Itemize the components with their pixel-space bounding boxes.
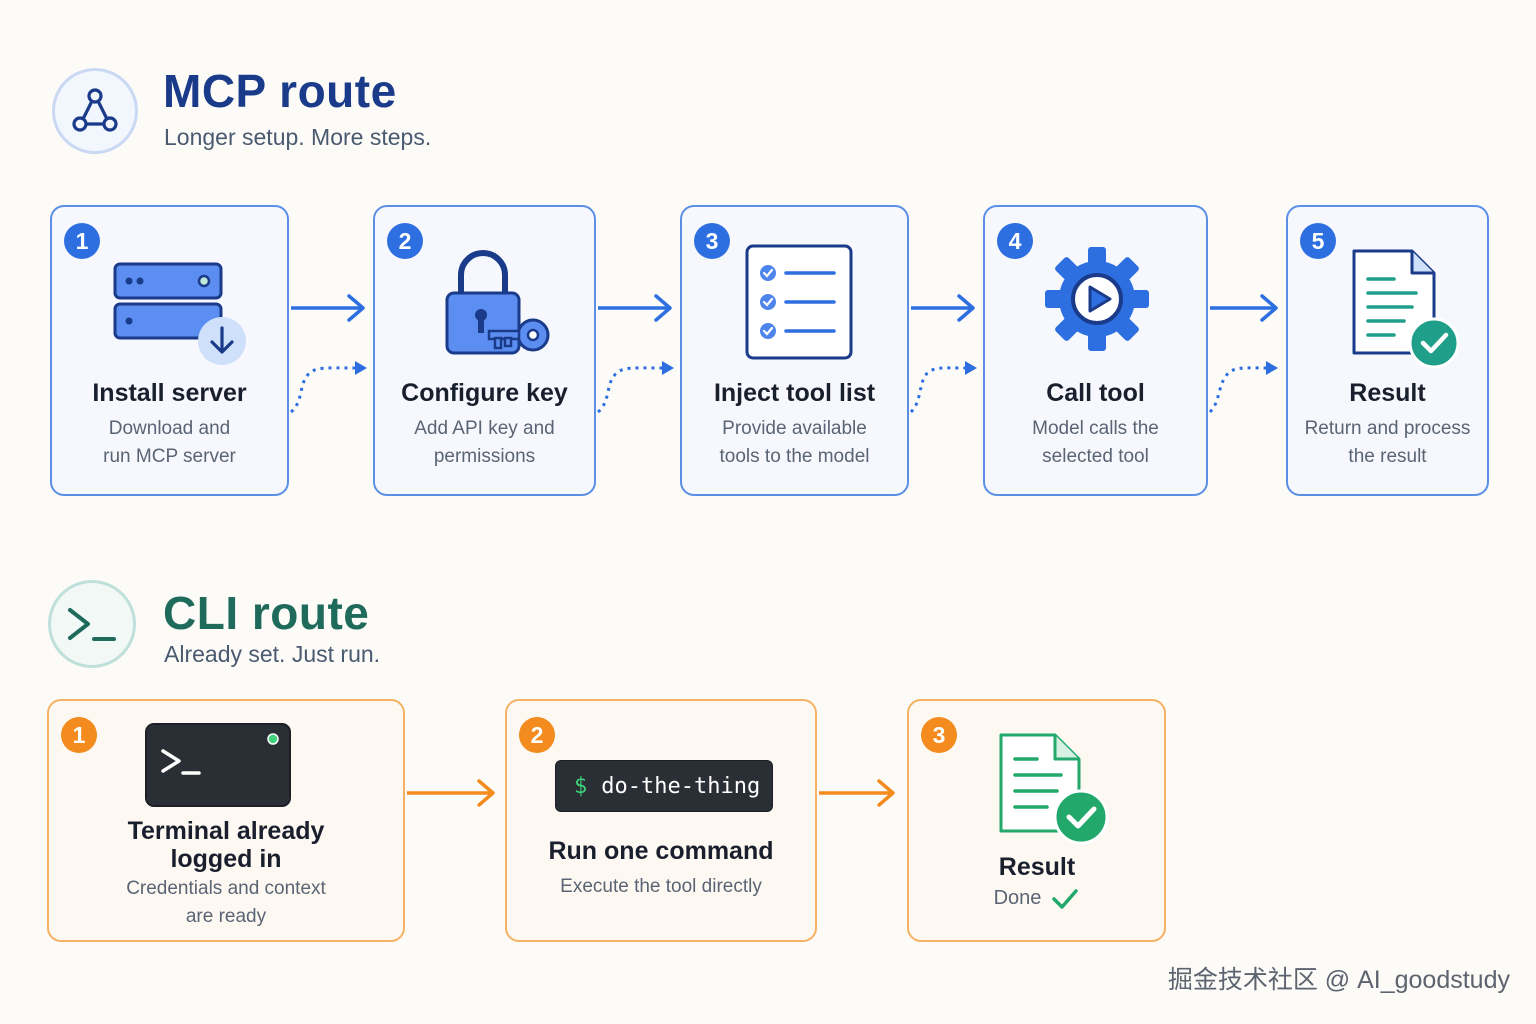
- document-check-icon: [1350, 247, 1462, 376]
- step-title: Result: [1349, 379, 1426, 407]
- mcp-route-icon: [52, 68, 138, 154]
- cli-route-icon: [48, 580, 136, 668]
- cli-step-run-one-command: 2 $ do-the-thing Run one command Execute…: [505, 699, 817, 942]
- step-description-line-2: the result: [1348, 446, 1427, 467]
- step-description-line-1: Provide available: [722, 418, 867, 439]
- gear-play-icon: [1043, 245, 1151, 358]
- mcp-arrow-2-3: [596, 294, 674, 414]
- step-title: Run one command: [548, 837, 774, 865]
- cli-arrow-1-2: [407, 779, 495, 807]
- mcp-step-configure-key: 2 Configure key Add API key and permissi…: [373, 205, 596, 496]
- step-number-badge: 1: [61, 717, 97, 753]
- step-number-badge: 2: [519, 717, 555, 753]
- mcp-arrow-1-2: [289, 294, 367, 414]
- step-number-badge: 2: [387, 223, 423, 259]
- step-number-badge: 5: [1300, 223, 1336, 259]
- step-title: Configure key: [401, 379, 568, 407]
- server-download-icon: [112, 261, 252, 370]
- step-description-line-1: Download and: [108, 418, 231, 439]
- step-description: Done: [993, 887, 1042, 909]
- step-description-line-2: permissions: [433, 446, 536, 467]
- done-row: Done: [909, 887, 1164, 910]
- cli-step-terminal-logged-in: 1 Terminal already logged in Credentials…: [47, 699, 405, 942]
- step-description: Execute the tool directly: [560, 876, 762, 897]
- lock-key-icon: [443, 245, 555, 362]
- check-icon: [1052, 888, 1079, 909]
- step-description-line-2: selected tool: [1042, 446, 1149, 467]
- step-description-line-2: are ready: [185, 906, 267, 927]
- step-number-badge: 3: [694, 223, 730, 259]
- step-title: Call tool: [1046, 379, 1145, 407]
- cli-step-result: 3 Result Done: [907, 699, 1166, 942]
- network-nodes-icon: [72, 88, 118, 132]
- cli-arrow-2-3: [819, 779, 895, 807]
- step-title: Inject tool list: [713, 379, 876, 407]
- terminal-icon: [145, 723, 291, 812]
- command-line-box: $ do-the-thing: [555, 760, 773, 812]
- prompt-symbol: $: [574, 773, 588, 799]
- command-text: do-the-thing: [601, 773, 761, 799]
- mcp-route-subtitle: Longer setup. More steps.: [164, 124, 432, 150]
- watermark: 掘金技术社区 @ AI_goodstudy: [1167, 966, 1510, 994]
- step-number-badge: 3: [921, 717, 957, 753]
- step-description-line-1: Model calls the: [1032, 418, 1159, 439]
- step-title-line-2: logged in: [170, 845, 282, 873]
- step-description-line-2: run MCP server: [103, 446, 236, 467]
- document-check-icon: [997, 731, 1113, 852]
- step-description-line-1: Return and process: [1304, 418, 1471, 439]
- step-number-badge: 1: [64, 223, 100, 259]
- step-description-line-2: tools to the model: [719, 446, 870, 467]
- mcp-step-call-tool: 4 Call tool Model calls the selected too…: [983, 205, 1208, 496]
- cli-route-subtitle: Already set. Just run.: [164, 641, 381, 667]
- mcp-arrow-4-5: [1208, 294, 1278, 414]
- step-number-badge: 4: [997, 223, 1033, 259]
- mcp-step-inject-tool-list: 3 Inject tool list Provide available too…: [680, 205, 909, 496]
- mcp-route-title: MCP route: [163, 65, 397, 117]
- checklist-icon: [744, 243, 854, 366]
- step-description-line-1: Credentials and context: [126, 878, 326, 899]
- step-title-line-1: Terminal already: [127, 817, 325, 845]
- step-title: Result: [998, 853, 1076, 881]
- mcp-step-install-server: 1 Install server Download and run MCP se…: [50, 205, 289, 496]
- prompt-icon: [68, 608, 116, 641]
- cli-route-title: CLI route: [163, 587, 370, 639]
- step-description-line-1: Add API key and: [414, 418, 555, 439]
- step-title: Install server: [92, 379, 247, 407]
- mcp-arrow-3-4: [909, 294, 977, 414]
- mcp-step-result: 5 Result Return and process the result: [1286, 205, 1489, 496]
